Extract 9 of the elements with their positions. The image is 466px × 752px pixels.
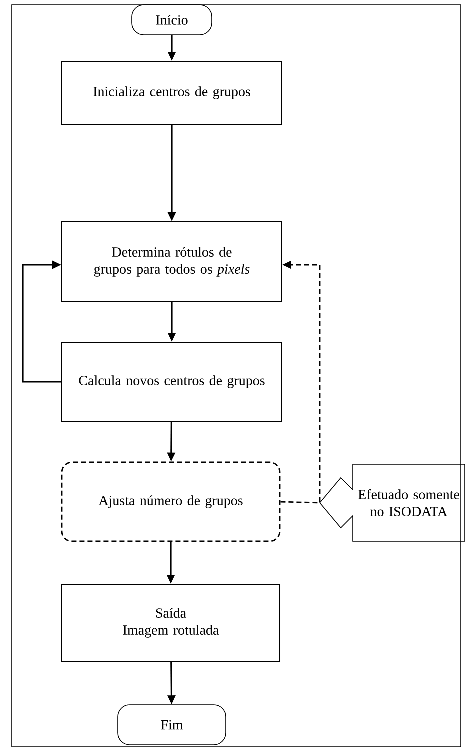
process-box: Saída Imagem rotulada bbox=[62, 584, 280, 662]
callout-box: Efetuado somente no ISODATA bbox=[319, 464, 466, 542]
process-box: Inicializa centros de grupos bbox=[62, 61, 282, 125]
process-box: Determina rótulos de grupos para todos os pixels bbox=[62, 222, 282, 302]
process-box: Calcula novos centros de grupos bbox=[62, 342, 282, 422]
terminal-box: Início bbox=[132, 4, 212, 36]
terminal-box: Fim bbox=[118, 704, 226, 746]
process-box: Ajusta número de grupos bbox=[61, 462, 281, 542]
arrow bbox=[22, 260, 62, 383]
